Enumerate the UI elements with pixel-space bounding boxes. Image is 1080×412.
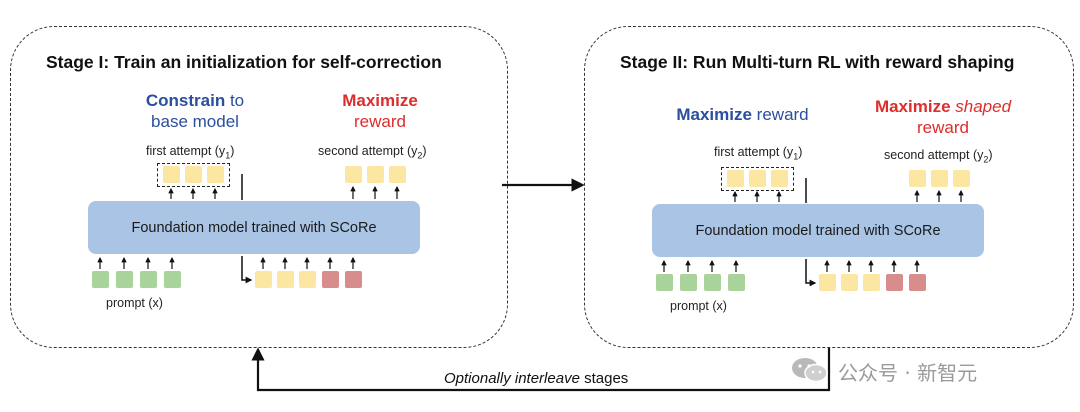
stage1-context-token-3 <box>299 271 316 288</box>
stage2-context-token-4 <box>886 274 903 291</box>
stage1-second-attempt-label: second attempt (y2) <box>318 144 427 161</box>
stage1-title: Stage I: Train an initialization for sel… <box>46 52 442 72</box>
stage1-first-token-1 <box>163 166 180 183</box>
stage1-first-token-2 <box>185 166 202 183</box>
stage1-context-token-4 <box>322 271 339 288</box>
stage1-prompt-token-2 <box>116 271 133 288</box>
stage1-first-token-3 <box>207 166 224 183</box>
stage1-constrain-to: to <box>229 91 245 110</box>
wechat-icon <box>790 355 830 390</box>
stage2-first-token-3 <box>771 170 788 187</box>
stage2-shaped-heading: Maximize shaped reward <box>858 96 1028 139</box>
stage1-maximize-word: Maximize <box>342 91 418 110</box>
stage1-prompt-label: prompt (x) <box>106 296 163 310</box>
stage1-foundation-model: Foundation model trained with SCoRe <box>88 201 420 254</box>
stage2-title: Stage II: Run Multi-turn RL with reward … <box>620 52 1015 72</box>
stage1-box <box>10 26 508 348</box>
stage1-constrain-line2: base model <box>151 112 239 132</box>
stage2-prompt-token-3 <box>704 274 721 291</box>
stage2-second-token-1 <box>909 170 926 187</box>
stage2-context-token-1 <box>819 274 836 291</box>
stage2-first-attempt-box <box>721 167 794 191</box>
interleave-stages-word: stages <box>584 370 629 387</box>
stage1-constrain-word: Constrain <box>145 91 226 110</box>
stage2-reward-word: reward <box>756 105 809 124</box>
stage2-shaped-line2: reward <box>917 118 969 138</box>
stage1-maximize-heading: Maximize reward <box>320 90 440 133</box>
stage2-maximize-reward-heading: Maximize reward <box>660 104 825 125</box>
stage2-output-arrows <box>661 178 964 287</box>
interleave-emphasis: Optionally interleave <box>444 370 580 387</box>
stage2-maximize-word: Maximize <box>676 105 752 124</box>
stage2-second-token-2 <box>931 170 948 187</box>
stage2-context-token-2 <box>841 274 858 291</box>
stage1-prompt-token-4 <box>164 271 181 288</box>
stage1-second-token-3 <box>389 166 406 183</box>
stage1-prompt-token-1 <box>92 271 109 288</box>
stage2-first-token-2 <box>749 170 766 187</box>
stage2-context-token-5 <box>909 274 926 291</box>
stage1-constrain-heading: Constrain to base model <box>120 90 270 133</box>
interleave-label: Optionally interleave stages <box>444 370 628 387</box>
stage1-context-token-1 <box>255 271 272 288</box>
stage2-prompt-token-4 <box>728 274 745 291</box>
stage1-second-token-1 <box>345 166 362 183</box>
stage2-prompt-token-1 <box>656 274 673 291</box>
stage2-shaped-word: shaped <box>955 97 1012 116</box>
stage2-box <box>584 26 1074 348</box>
stage1-first-attempt-box <box>157 163 230 187</box>
stage1-maximize-line2: reward <box>354 112 406 132</box>
stage1-second-token-2 <box>367 166 384 183</box>
stage2-prompt-label: prompt (x) <box>670 299 727 313</box>
watermark-text: 公众号 · 新智元 <box>838 361 978 385</box>
stage2-first-token-1 <box>727 170 744 187</box>
stage2-foundation-model: Foundation model trained with SCoRe <box>652 204 984 257</box>
stage1-context-token-2 <box>277 271 294 288</box>
stage1-output-arrows <box>97 174 400 284</box>
stage2-prompt-token-2 <box>680 274 697 291</box>
stage2-second-token-3 <box>953 170 970 187</box>
stage1-first-attempt-label: first attempt (y1) <box>146 144 235 161</box>
stage2-second-attempt-label: second attempt (y2) <box>884 148 993 165</box>
stage1-context-token-5 <box>345 271 362 288</box>
stage2-first-attempt-label: first attempt (y1) <box>714 145 803 162</box>
stage2-shaped-maximize: Maximize <box>874 97 951 116</box>
stage1-prompt-token-3 <box>140 271 157 288</box>
stage2-context-token-3 <box>863 274 880 291</box>
interleave-loop-arrow <box>251 347 831 392</box>
